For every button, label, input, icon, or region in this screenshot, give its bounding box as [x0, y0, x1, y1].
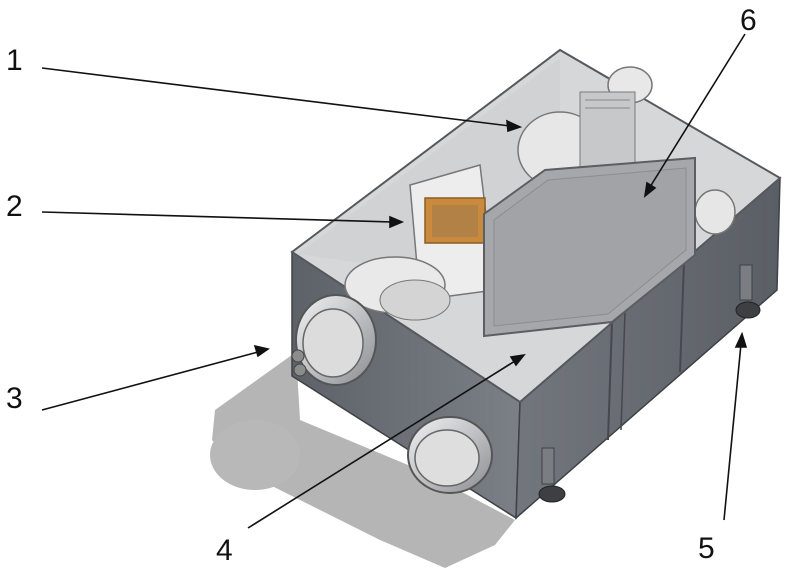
- panel-seam: [620, 311, 626, 431]
- ground-shadow-duct: [210, 420, 300, 490]
- drain-fitting: [293, 363, 307, 377]
- callout-2: 2: [6, 190, 23, 223]
- panel-seam: [679, 261, 685, 373]
- callout-4: 4: [216, 534, 233, 567]
- front-duct-upper: [295, 294, 377, 386]
- front-duct-lower: [407, 416, 493, 494]
- interior-back-wall: [298, 58, 560, 270]
- mounting-foot-right: [735, 264, 761, 319]
- lower-fan: [344, 256, 451, 321]
- callout-1: 1: [6, 44, 23, 77]
- callout-5: 5: [698, 532, 715, 565]
- heat-exchanger-inner: [493, 167, 687, 327]
- right-duct: [694, 189, 736, 235]
- callout-6: 6: [740, 4, 757, 37]
- ground-shadow: [212, 352, 515, 568]
- leader-lines: [41, 33, 748, 529]
- callout-3: 3: [6, 382, 23, 415]
- mounting-foot-front: [538, 447, 566, 503]
- drain-fitting: [291, 349, 305, 363]
- panel-seam: [607, 321, 613, 441]
